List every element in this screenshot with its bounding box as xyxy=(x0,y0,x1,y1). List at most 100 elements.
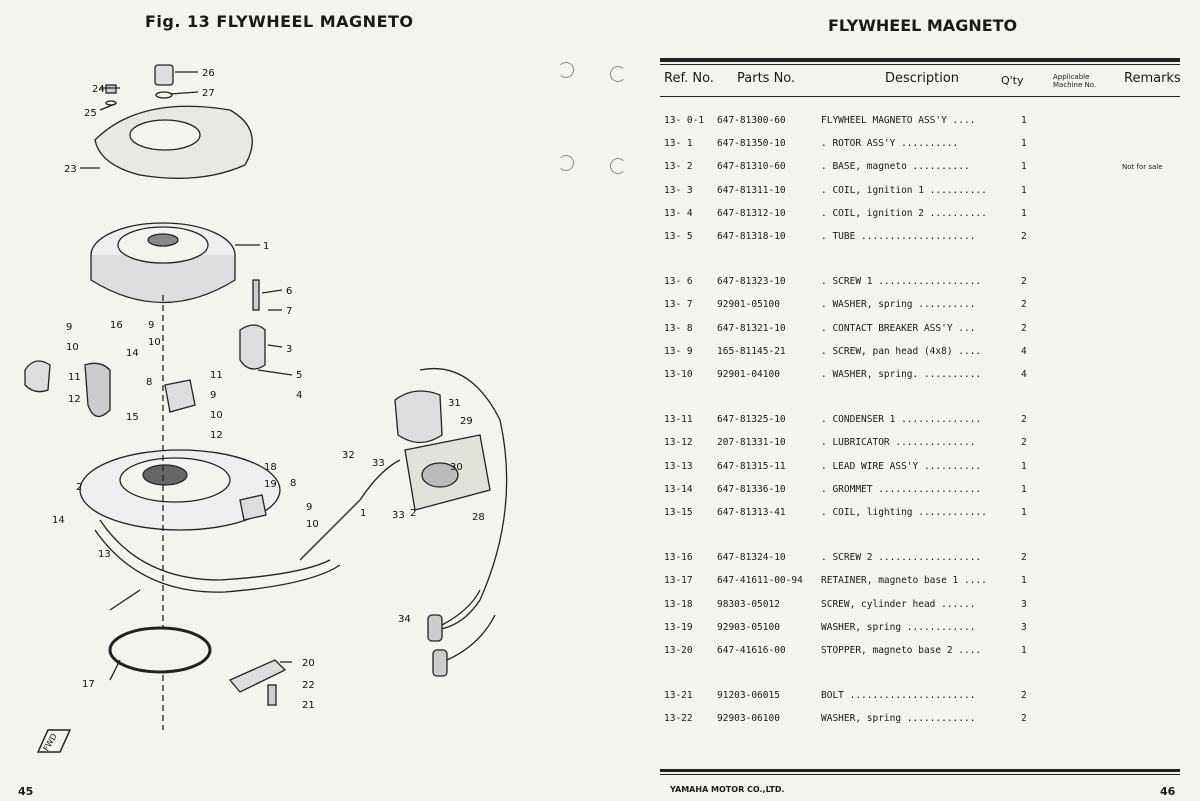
ref-no-cell: 13-19 xyxy=(664,621,693,633)
parts-no-cell: 92901-04100 xyxy=(717,369,780,380)
page-number-left: 45 xyxy=(18,785,34,798)
qty-cell: 2 xyxy=(1021,713,1027,725)
callout-34: 34 xyxy=(398,614,411,625)
qty-cell: 1 xyxy=(1021,115,1027,126)
header-parts-no: Parts No. xyxy=(737,71,796,86)
parts-list-title: FLYWHEEL MAGNETO xyxy=(828,16,1018,35)
callout-1b: 1 xyxy=(360,508,366,519)
callout-9d: 9 xyxy=(306,502,312,513)
table-row: 13- 5 647-81318-10 . TUBE ................… xyxy=(660,228,1190,248)
header-rule-thin xyxy=(660,64,1180,65)
description-cell: WASHER, spring ............ xyxy=(821,621,976,633)
parts-no-cell: 647-81350-10 xyxy=(717,138,786,150)
callout-19: 19 xyxy=(264,479,277,490)
callout-8b: 8 xyxy=(290,478,296,489)
parts-no-cell: 647-41616-00 xyxy=(717,645,786,656)
parts-no-cell: 647-81336-10 xyxy=(717,483,786,495)
ref-no-cell: 13- 7 xyxy=(664,299,693,311)
callout-3: 3 xyxy=(286,344,292,355)
qty-cell: 1 xyxy=(1021,161,1027,173)
ref-no-cell: 13- 3 xyxy=(664,184,693,196)
parts-no-cell: 92903-05100 xyxy=(717,621,780,633)
parts-no-cell: 647-81318-10 xyxy=(717,231,786,242)
ref-no-cell: 13-13 xyxy=(664,460,693,472)
header-rule-top xyxy=(660,58,1180,62)
description-cell: . COIL, lighting ............ xyxy=(821,507,987,518)
header-qty: Q'ty xyxy=(1001,74,1024,87)
parts-no-cell: 647-81312-10 xyxy=(717,207,786,219)
header-remarks: Remarks xyxy=(1124,71,1181,86)
callout-16: 16 xyxy=(110,320,123,331)
qty-cell: 1 xyxy=(1021,184,1027,196)
callout-9b: 9 xyxy=(148,320,154,331)
qty-cell: 2 xyxy=(1021,690,1027,702)
binder-hole xyxy=(558,62,574,78)
qty-cell: 1 xyxy=(1021,645,1027,656)
description-cell: FLYWHEEL MAGNETO ASS'Y .... xyxy=(821,115,976,126)
callout-9a: 9 xyxy=(66,322,72,333)
ref-no-cell: 13- 4 xyxy=(664,207,693,219)
ref-no-cell: 13- 0-1 xyxy=(664,115,705,126)
callout-12a: 12 xyxy=(68,394,81,405)
description-cell: . WASHER, spring. .......... xyxy=(821,369,982,380)
ref-no-cell: 13-17 xyxy=(664,575,693,587)
callout-11a: 11 xyxy=(68,372,81,383)
ref-no-cell: 13-21 xyxy=(664,690,693,702)
description-cell: SCREW, cylinder head ...... xyxy=(821,598,976,610)
description-cell: . LUBRICATOR .............. xyxy=(821,437,976,449)
description-cell: RETAINER, magneto base 1 .... xyxy=(821,575,987,587)
callout-2: 2 xyxy=(76,482,82,493)
exploded-parts-diagram: 24 25 23 26 27 1 6 7 9 10 11 12 16 9 10 … xyxy=(24,64,508,753)
callout-25: 25 xyxy=(84,108,97,119)
ref-no-cell: 13- 9 xyxy=(664,345,693,357)
table-row: 13- 0-1 647-81300-60 FLYWHEEL MAGNETO ASS'… xyxy=(660,112,1190,132)
parts-no-cell: 647-81315-11 xyxy=(717,460,786,472)
page-number-right: 46 xyxy=(1160,785,1176,798)
description-cell: . TUBE .................... xyxy=(821,231,976,242)
parts-no-cell: 647-81310-60 xyxy=(717,161,786,173)
parts-no-cell: 91203-06015 xyxy=(717,690,780,702)
callout-10d: 10 xyxy=(306,519,319,530)
description-cell: . CONDENSER 1 .............. xyxy=(821,414,982,426)
callout-33b: 33 xyxy=(392,510,405,521)
qty-cell: 2 xyxy=(1021,299,1027,311)
right-page: FLYWHEEL MAGNETO Ref. No. Parts No. Desc… xyxy=(600,0,1200,801)
parts-no-cell: 647-81311-10 xyxy=(717,184,786,196)
ref-no-cell: 13-11 xyxy=(664,414,693,426)
callout-10b: 10 xyxy=(148,337,161,348)
callout-23: 23 xyxy=(64,164,77,175)
qty-cell: 1 xyxy=(1021,507,1027,518)
callout-31: 31 xyxy=(448,398,461,409)
header-applicable: Applicable Machine No. xyxy=(1053,73,1097,89)
callout-9c: 9 xyxy=(210,390,216,401)
ref-no-cell: 13- 6 xyxy=(664,276,693,288)
parts-no-cell: 92903-06100 xyxy=(717,713,780,725)
parts-no-cell: 647-81321-10 xyxy=(717,322,786,334)
qty-cell: 1 xyxy=(1021,460,1027,472)
callout-32: 32 xyxy=(342,450,355,461)
ref-no-cell: 13-20 xyxy=(664,645,693,656)
callout-17: 17 xyxy=(82,679,95,690)
callout-21: 21 xyxy=(302,700,315,711)
parts-no-cell: 647-81325-10 xyxy=(717,414,786,426)
description-cell: . BASE, magneto .......... xyxy=(821,161,970,173)
qty-cell: 1 xyxy=(1021,138,1027,150)
parts-no-cell: 647-81300-60 xyxy=(717,115,786,126)
callout-5: 5 xyxy=(296,370,302,381)
callout-15: 15 xyxy=(126,412,139,423)
description-cell: . ROTOR ASS'Y .......... xyxy=(821,138,959,150)
description-cell: . COIL, ignition 1 .......... xyxy=(821,184,987,196)
description-cell: . SCREW, pan head (4x8) .... xyxy=(821,345,982,357)
parts-no-cell: 647-81313-41 xyxy=(717,507,786,518)
ref-no-cell: 13- 5 xyxy=(664,231,693,242)
ref-no-cell: 13- 8 xyxy=(664,322,693,334)
ref-no-cell: 13-14 xyxy=(664,483,693,495)
description-cell: . CONTACT BREAKER ASS'Y ... xyxy=(821,322,976,334)
qty-cell: 1 xyxy=(1021,483,1027,495)
